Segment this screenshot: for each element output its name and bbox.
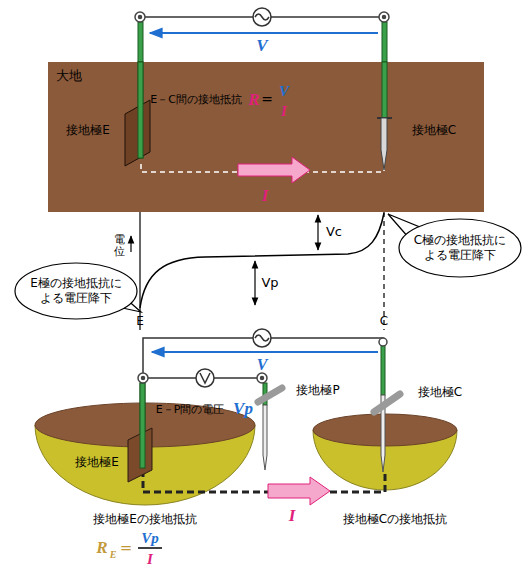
- voltage-arrow: [150, 33, 378, 34]
- formula-text: E－C間の接地抵抗: [150, 94, 242, 106]
- terminal: [379, 12, 389, 22]
- green-rod: [138, 62, 143, 158]
- resistance-caption: 接地極Eの接地抵抗: [93, 513, 197, 526]
- ac-source: [253, 8, 271, 26]
- callout-outline: [15, 263, 137, 319]
- graph-axis: [130, 236, 131, 252]
- formula-symbol: =: [261, 92, 273, 107]
- formula-symbol: I: [281, 103, 287, 120]
- formula-symbol: =: [120, 540, 133, 557]
- point-label: E: [136, 315, 144, 328]
- ac-source: [253, 329, 271, 347]
- green-rod: [140, 383, 145, 468]
- hemisphere: [35, 403, 457, 505]
- potential-curve: [140, 213, 384, 308]
- ac-source: [253, 329, 271, 347]
- voltmeter: [200, 373, 210, 383]
- voltage-symbol: V: [257, 356, 268, 374]
- graph-axis: [131, 212, 384, 330]
- spike: [377, 118, 392, 170]
- voltage-symbol: Vp: [233, 400, 253, 419]
- voltage-symbol: Vp: [261, 276, 278, 290]
- current-arrow: [238, 157, 310, 183]
- ac-source: [255, 14, 269, 20]
- formula-symbol: R: [96, 539, 107, 558]
- voltmeter: [196, 369, 214, 387]
- earth-plate: [125, 62, 150, 166]
- electrode-label: 接地極E: [75, 456, 119, 469]
- callout-tail: [104, 214, 432, 312]
- green-rod: [382, 62, 387, 118]
- electrode-label: 接地極C: [412, 124, 456, 137]
- dimension-arrow: [317, 215, 318, 250]
- electrode-label: 接地極E: [66, 124, 110, 137]
- voltage-text: E－P間の電圧: [156, 404, 225, 416]
- voltage-arrow: [150, 32, 378, 34]
- point-label: C: [380, 315, 388, 328]
- green-rod: [138, 22, 387, 62]
- handle: [258, 388, 282, 402]
- terminal: [142, 377, 145, 380]
- terminal: [138, 373, 148, 383]
- voltage-arrow: [152, 352, 378, 353]
- voltmeter: [196, 369, 214, 387]
- terminal: [135, 12, 145, 22]
- spike: [381, 118, 387, 170]
- spike: [263, 405, 267, 470]
- current-symbol: I: [262, 187, 269, 206]
- axis-label: 電位: [114, 234, 125, 258]
- current-arrow: [238, 157, 310, 183]
- handle: [374, 394, 400, 412]
- callout-outline: [399, 219, 521, 277]
- terminal: [379, 338, 387, 346]
- green-rod: [138, 22, 143, 62]
- region-label: 大地: [56, 68, 476, 84]
- green-rod: [381, 345, 385, 395]
- callout-bubble: C極の接地抵抗による電圧降下: [398, 218, 522, 278]
- ground-path: [143, 470, 385, 492]
- electrode-label: 接地極P: [296, 384, 339, 397]
- voltage-symbol: V: [256, 37, 267, 56]
- formula-subscript: E: [110, 549, 117, 560]
- dimension-arrow: [255, 215, 318, 305]
- current-arrow: [268, 477, 330, 505]
- electrode-label: 接地極C: [418, 386, 462, 399]
- terminal: [138, 338, 387, 383]
- callout-bubble: E極の接地抵抗による電圧降下: [14, 262, 138, 320]
- spike: [263, 395, 385, 472]
- ground-path: [143, 470, 385, 492]
- terminal: [383, 16, 386, 19]
- callout-text: C極の接地抵抗による電圧降下: [413, 233, 507, 263]
- green-rod: [138, 62, 387, 158]
- terminal: [261, 377, 264, 380]
- terminal: [257, 373, 267, 383]
- formula-symbol: V: [279, 83, 289, 100]
- dimension-arrow: [254, 261, 255, 305]
- callout-text: E極の接地抵抗による電圧降下: [29, 276, 123, 306]
- earth-plate: [128, 383, 152, 482]
- formula-symbol: Vp: [141, 530, 159, 547]
- ac-source: [253, 8, 271, 26]
- fraction-bar: [138, 547, 162, 549]
- formula-symbol: I: [147, 551, 153, 568]
- ac-source: [255, 335, 269, 341]
- graph-axis: [383, 212, 384, 330]
- voltage-arrow: [152, 351, 378, 353]
- green-rod: [382, 22, 387, 62]
- formula-symbol: R: [248, 91, 259, 110]
- current-arrow: [268, 477, 330, 505]
- ground-illustration: [125, 62, 392, 183]
- terminal: [139, 16, 142, 19]
- earth-plate: [138, 62, 143, 158]
- fraction-bar: [138, 548, 162, 549]
- potential-curve: [140, 213, 384, 308]
- current-symbol: I: [289, 507, 296, 526]
- resistance-caption: 接地極Cの接地抵抗: [343, 513, 447, 526]
- earth-plate: [140, 383, 145, 468]
- voltage-symbol: Vc: [326, 225, 342, 239]
